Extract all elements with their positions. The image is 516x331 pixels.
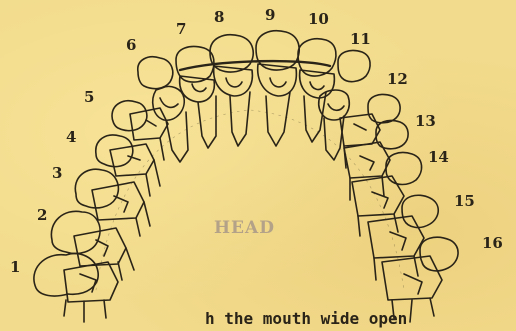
- tooth-3-drawing: [75, 169, 150, 236]
- tooth-number-6: 6: [126, 38, 136, 53]
- tooth-14-drawing: [352, 153, 422, 237]
- tooth-5-drawing: [112, 101, 168, 160]
- tooth-7-drawing: [176, 47, 216, 149]
- tooth-number-4: 4: [66, 130, 76, 145]
- tooth-number-11: 11: [350, 32, 371, 47]
- tooth-number-3: 3: [52, 166, 62, 181]
- figure-caption: h the mouth wide open: [205, 309, 407, 328]
- tooth-number-10: 10: [308, 12, 329, 27]
- tooth-number-7: 7: [176, 22, 186, 37]
- tooth-1-drawing: [34, 254, 118, 322]
- tooth-number-16: 16: [482, 236, 503, 251]
- tooth-number-2: 2: [37, 208, 47, 223]
- tooth-number-12: 12: [387, 72, 408, 87]
- tooth-number-5: 5: [84, 90, 94, 105]
- tooth-number-14: 14: [428, 150, 449, 165]
- tooth-number-9: 9: [265, 8, 275, 23]
- tooth-15-drawing: [368, 195, 438, 280]
- tooth-number-15: 15: [454, 194, 475, 209]
- tooth-number-8: 8: [214, 10, 224, 25]
- tooth-9-drawing: [256, 31, 299, 146]
- tooth-number-1: 1: [10, 260, 20, 275]
- head-label: HEAD: [214, 218, 275, 238]
- tooth-number-13: 13: [415, 114, 436, 129]
